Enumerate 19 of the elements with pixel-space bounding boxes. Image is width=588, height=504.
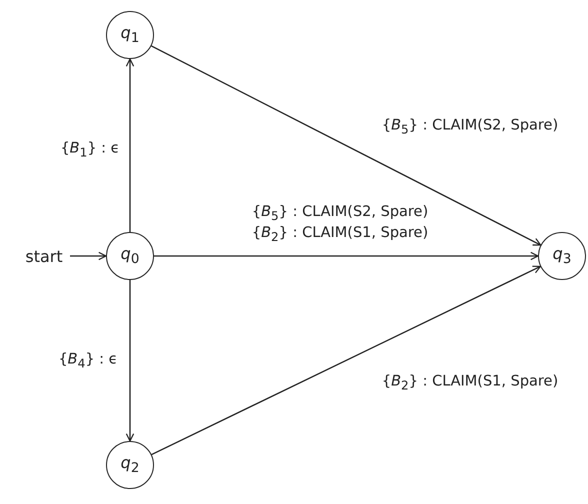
edge-label: {B$_{2}$} : CLAIM(S1, Spare): [380, 372, 560, 394]
arrow: [154, 252, 539, 260]
arrow: [126, 280, 134, 442]
arrow: [151, 266, 541, 456]
state-name: q$_{3}$: [552, 244, 572, 268]
edge-label: {B$_{4}$} : ϵ: [57, 350, 119, 372]
state-name: q$_{2}$: [120, 453, 140, 477]
state-circle: [106, 232, 154, 280]
arrow: [126, 58, 134, 232]
state-circle: [538, 232, 586, 280]
arrow: [151, 45, 542, 246]
edge-label: {B$_{1}$} : ϵ: [59, 140, 121, 160]
arrow: [70, 252, 107, 260]
edge-label: {B$_{5}$} : CLAIM(S2, Spare): [380, 116, 560, 138]
state-name: q$_{1}$: [120, 23, 140, 47]
state-name: q$_{0}$: [120, 244, 140, 268]
state-circle: [106, 11, 154, 59]
edge-label: {B$_{5}$} : CLAIM(S2, Spare) {B$_{2}$} : CLAIM(S1, Spare): [250, 203, 430, 245]
state-circle: [106, 441, 154, 489]
